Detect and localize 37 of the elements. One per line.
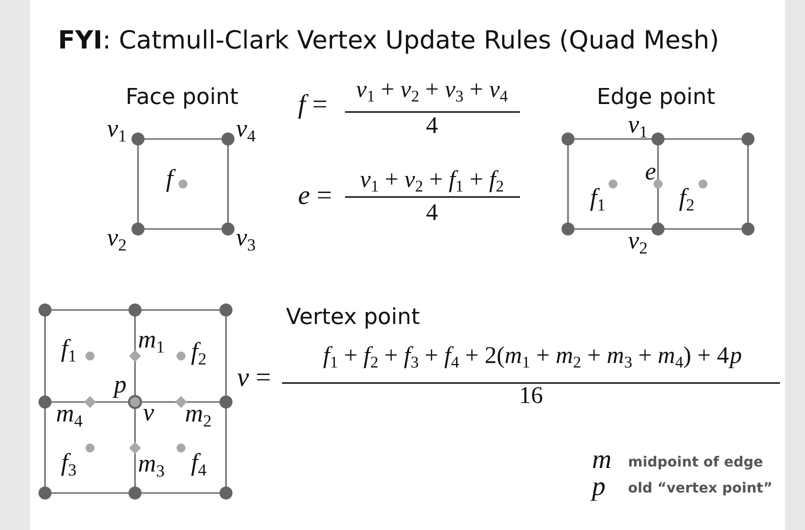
slide-title: FYI: Catmull-Clark Vertex Update Rules (Quad Mesh) xyxy=(58,26,720,54)
vertex-label: v$_{4}$ xyxy=(236,115,256,143)
legend-symbol: m xyxy=(592,445,612,475)
vertex-label: v$_{2}$ xyxy=(107,224,127,252)
face-point-label: f$_{4}$ xyxy=(191,449,206,477)
section-heading: Face point xyxy=(126,86,238,110)
face-point-label: f$_{2}$ xyxy=(191,338,206,366)
formula-denominator: 4 xyxy=(426,112,438,140)
midpoint-label: m$_{3}$ xyxy=(138,450,165,478)
formula-lhs: f = xyxy=(298,90,328,120)
midpoint-label: m$_{4}$ xyxy=(56,400,83,428)
vertex-label: v$_{1}$ xyxy=(628,111,648,139)
formula-lhs: e = xyxy=(298,181,332,211)
legend-text: midpoint of edge xyxy=(628,455,763,471)
vertex-label: v$_{2}$ xyxy=(628,227,648,255)
face-point-label: f$_{1}$ xyxy=(590,184,606,212)
vertex-label: v$_{1}$ xyxy=(107,115,127,143)
face-point-label: f$_{3}$ xyxy=(61,449,76,477)
legend-symbol: p xyxy=(592,472,606,502)
face-point-label: f$_{1}$ xyxy=(61,335,76,363)
section-heading: Edge point xyxy=(596,86,716,110)
formula-denominator: 16 xyxy=(519,382,543,410)
vertex-label: v$_{3}$ xyxy=(236,224,256,252)
face-point-label: f$_{2}$ xyxy=(679,184,694,212)
section-heading: Vertex point xyxy=(286,306,420,330)
formula-denominator: 4 xyxy=(426,200,438,226)
formula-numerator: v$_{1}$ + v$_{2}$ + v$_{3}$ + v$_{4}$ xyxy=(356,76,508,104)
legend-text: old “vertex point” xyxy=(628,481,772,497)
midpoint-label: m$_{1}$ xyxy=(138,326,165,354)
new-vertex-label: v xyxy=(143,399,154,427)
edge-point-label: e xyxy=(645,158,656,186)
formula-lhs: v = xyxy=(237,363,271,393)
formula-numerator: f$_{1}$ + f$_{2}$ + f$_{3}$ + f$_{4}$ + 2(m$_{1}$ + m$_{2}$ + m$_{3}$ + m$_{4}$) + 4 xyxy=(323,342,729,370)
formula-numerator: v$_{1}$ + v$_{2}$ + f$_{1}$ + f$_{2}$ xyxy=(360,166,504,194)
midpoint-label: m$_{2}$ xyxy=(185,400,212,428)
formula-numerator-variable: p xyxy=(730,342,742,370)
old-vertex-label: p xyxy=(114,371,126,399)
